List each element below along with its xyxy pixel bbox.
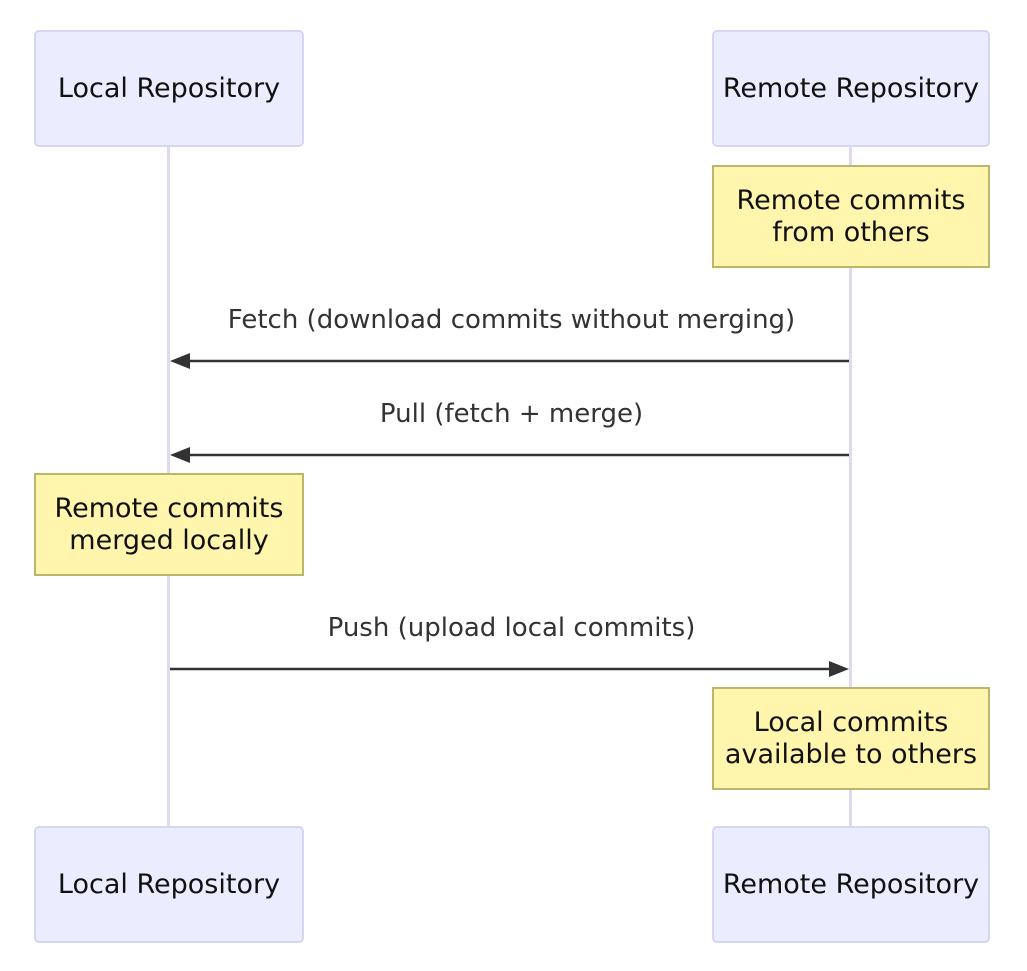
message-pull-label: Pull (fetch + merge) (379, 399, 644, 429)
note-remote-commits: Remote commits from others (712, 165, 990, 268)
note-available-line2: available to others (724, 738, 978, 770)
actor-remote-bottom-label: Remote Repository (722, 869, 980, 900)
note-remote-commits-line2: from others (772, 216, 930, 248)
message-pull-arrow (170, 447, 849, 463)
note-remote-commits-line1: Remote commits (736, 184, 966, 216)
note-merged-locally-line2: merged locally (69, 524, 269, 556)
note-merged-locally-line1: Remote commits (54, 492, 284, 524)
message-fetch-arrow (170, 353, 849, 369)
actor-local-bottom-label: Local Repository (57, 869, 281, 900)
actor-remote-bottom: Remote Repository (712, 826, 990, 943)
actor-remote-top: Remote Repository (712, 30, 990, 147)
actor-local-bottom: Local Repository (34, 826, 304, 943)
note-available-line1: Local commits (753, 706, 949, 738)
actor-local-top: Local Repository (34, 30, 304, 147)
note-available: Local commits available to others (712, 687, 990, 790)
actor-local-top-label: Local Repository (57, 73, 281, 104)
lifeline-remote (849, 147, 852, 827)
message-push-label: Push (upload local commits) (327, 613, 696, 643)
note-merged-locally: Remote commits merged locally (34, 473, 304, 576)
actor-remote-top-label: Remote Repository (722, 73, 980, 104)
message-fetch-label: Fetch (download commits without merging) (227, 305, 796, 335)
message-push-arrow (170, 661, 849, 677)
